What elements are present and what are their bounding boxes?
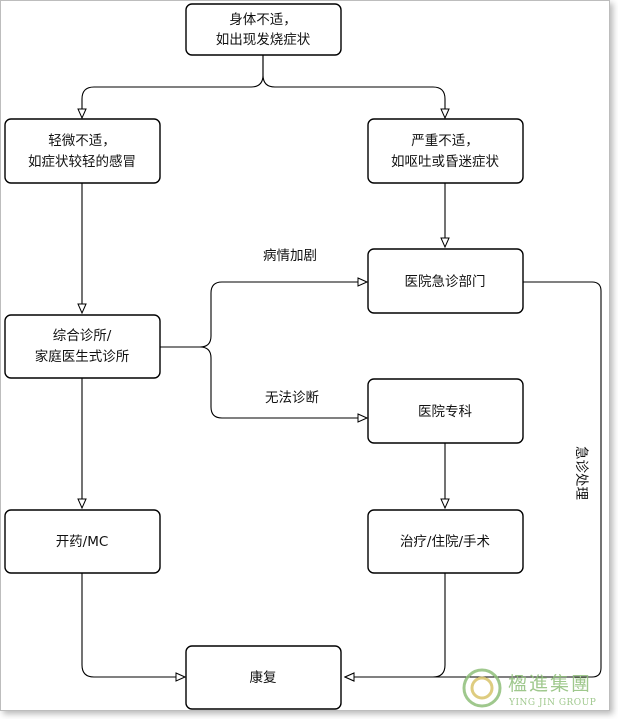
node-mild-line2: 如症状较轻的感冒 (28, 153, 136, 170)
node-mild: 轻微不适， 如症状较轻的感冒 (4, 118, 161, 184)
edge-label-undiagnosed: 无法诊断 (265, 390, 319, 406)
node-recovery: 康复 (185, 645, 342, 710)
node-mild-line1: 轻微不适， (48, 133, 116, 149)
node-start-line2: 如出现发烧症状 (216, 32, 311, 48)
watermark-logo-icon (462, 668, 502, 708)
node-specialist-label: 医院专科 (418, 404, 472, 420)
watermark-english: YING JIN GROUP (508, 698, 596, 708)
edge-meds-to-recovery (81, 573, 185, 677)
edge-treatment-to-recovery (345, 573, 446, 677)
edge-er-to-recovery (345, 281, 602, 677)
edge-label-worsen: 病情加剧 (263, 248, 317, 264)
node-start-line1: 身体不适， (229, 12, 297, 28)
edge-clinic-to-er (160, 282, 367, 348)
edge-start-to-mild (82, 55, 264, 118)
node-meds: 开药/MC (4, 509, 161, 574)
watermark-logo-inner-icon (470, 676, 494, 700)
node-er-label: 医院急诊部门 (405, 274, 486, 290)
node-meds-label: 开药/MC (56, 534, 109, 550)
node-severe-line1: 严重不适， (411, 133, 479, 149)
watermark-name: 楹進集團 (508, 673, 592, 695)
edge-start-to-severe (262, 55, 445, 118)
node-start: 身体不适， 如出现发烧症状 (185, 3, 342, 56)
node-clinic-line1: 综合诊所/ (53, 328, 112, 344)
node-clinic: 综合诊所/ 家庭医生式诊所 (4, 314, 161, 379)
node-severe: 严重不适， 如呕吐或昏迷症状 (367, 118, 524, 184)
node-specialist: 医院专科 (367, 378, 524, 444)
edge-clinic-to-specialist (160, 346, 367, 418)
edge-label-emergency: 急诊处理 (573, 446, 589, 500)
node-severe-line2: 如呕吐或昏迷症状 (391, 154, 499, 170)
node-treatment-label: 治疗/住院/手术 (400, 534, 490, 550)
node-recovery-label: 康复 (250, 669, 277, 686)
node-clinic-line2: 家庭医生式诊所 (35, 348, 130, 365)
watermark: 楹進集團 YING JIN GROUP (462, 668, 596, 708)
node-treatment: 治疗/住院/手术 (367, 509, 524, 574)
node-er: 医院急诊部门 (367, 248, 524, 314)
